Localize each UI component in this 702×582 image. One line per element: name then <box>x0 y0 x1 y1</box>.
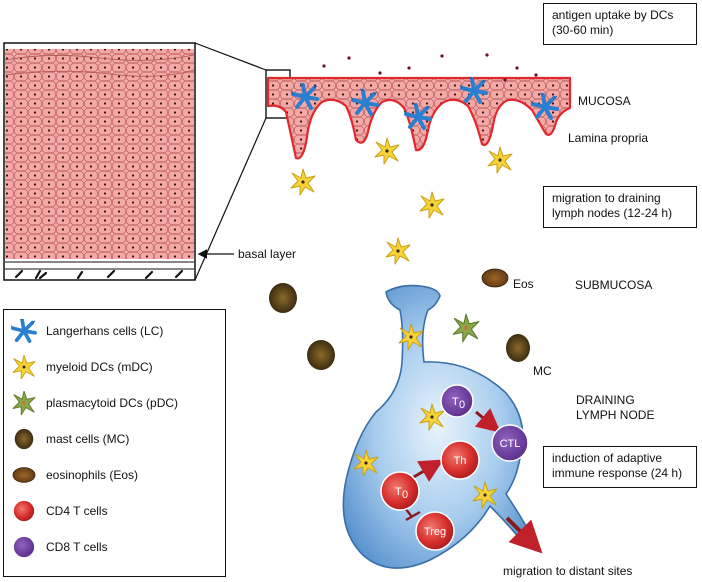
plasmacytoid-dc-icon <box>12 391 36 415</box>
induction-line-2: immune response (24 h) <box>552 466 683 480</box>
th-cell: Th <box>440 440 480 480</box>
legend-label: CD4 T cells <box>46 504 108 518</box>
legend-item: mast cells (MC) <box>4 427 224 451</box>
draining-label: DRAINING <box>576 393 635 407</box>
lamina-propria-label: Lamina propria <box>568 131 648 145</box>
myeloid-dc-icon <box>487 146 513 174</box>
ctl-label: CTL <box>500 438 521 450</box>
epithelium-inset <box>3 42 196 281</box>
eosinophil-icon <box>481 268 509 288</box>
plasmacytoid-dc-icon <box>452 313 480 343</box>
antigen-particles <box>322 53 538 82</box>
legend-item: eosinophils (Eos) <box>4 463 224 487</box>
t0-subscript: 0 <box>402 489 408 501</box>
myeloid-dc-icon <box>385 237 411 265</box>
mucosa-label: MUCOSA <box>578 94 631 108</box>
basal-layer-label: basal layer <box>238 247 296 261</box>
langerhans-cell-icon <box>10 319 37 343</box>
myeloid-dc-icon <box>419 191 445 219</box>
treg-label: Treg <box>424 526 446 538</box>
legend-item: myeloid DCs (mDC) <box>4 355 224 379</box>
uptake-box: antigen uptake by DCs (30-60 min) <box>543 3 697 45</box>
mast-cell-icon <box>14 428 34 450</box>
myeloid-dcs <box>290 137 513 265</box>
myeloid-dc-icon <box>374 137 400 165</box>
cd8-t-cell-icon <box>13 536 35 558</box>
uptake-line-1: antigen uptake by DCs <box>552 8 674 22</box>
mast-cell-icon <box>506 334 530 362</box>
th-label: Th <box>454 455 467 467</box>
submucosa-cells <box>269 268 530 370</box>
legend: Langerhans cells (LC) myeloid DCs (mDC) … <box>3 309 226 577</box>
eos-label: Eos <box>513 277 534 291</box>
uptake-line-2: (30-60 min) <box>552 23 614 37</box>
legend-item: CD8 T cells <box>4 535 224 559</box>
distant-sites-label: migration to distant sites <box>503 564 632 578</box>
legend-item: CD4 T cells <box>4 499 224 523</box>
cd4-t-cell-icon <box>13 500 35 522</box>
differentiation-arrows <box>401 408 543 554</box>
legend-label: Langerhans cells (LC) <box>46 324 164 338</box>
myeloid-dc-icon <box>290 168 316 196</box>
migration-line-2: lymph nodes (12-24 h) <box>552 206 673 220</box>
t0-subscript: 0 <box>459 399 465 411</box>
mast-cell-icon <box>307 340 335 370</box>
mc-label: MC <box>533 364 552 378</box>
treg-cell: Treg <box>415 511 455 551</box>
submucosa-label: SUBMUCOSA <box>575 278 652 292</box>
legend-label: plasmacytoid DCs (pDC) <box>46 396 179 410</box>
induction-box: induction of adaptive immune response (2… <box>543 446 697 488</box>
eosinophil-icon <box>12 467 36 483</box>
cd4-t0-cell: T 0 <box>380 471 420 511</box>
ctl-cell: CTL <box>491 424 529 462</box>
mast-cell-icon <box>269 283 297 313</box>
legend-label: CD8 T cells <box>46 540 108 554</box>
basement-fibers-icon <box>14 269 184 280</box>
legend-label: eosinophils (Eos) <box>46 468 139 482</box>
legend-item: Langerhans cells (LC) <box>4 319 224 343</box>
lymph-node-label: LYMPH NODE <box>576 408 654 422</box>
myeloid-dc-icon <box>12 355 36 379</box>
diagram-labels: MUCOSA Lamina propria basal layer Eos SU… <box>238 94 654 578</box>
t0-label: T <box>395 486 402 498</box>
t0-label: T <box>452 396 459 408</box>
induction-line-1: induction of adaptive <box>552 451 663 465</box>
legend-label: myeloid DCs (mDC) <box>46 360 153 374</box>
migration-box: migration to draining lymph nodes (12-24… <box>543 186 697 228</box>
cd8-t0-cell: T 0 <box>440 384 474 418</box>
t-cells: T 0 CTL Th T 0 Treg <box>380 384 529 551</box>
migration-line-1: migration to draining <box>552 191 661 205</box>
legend-label: mast cells (MC) <box>46 432 130 446</box>
legend-item: plasmacytoid DCs (pDC) <box>4 391 224 415</box>
